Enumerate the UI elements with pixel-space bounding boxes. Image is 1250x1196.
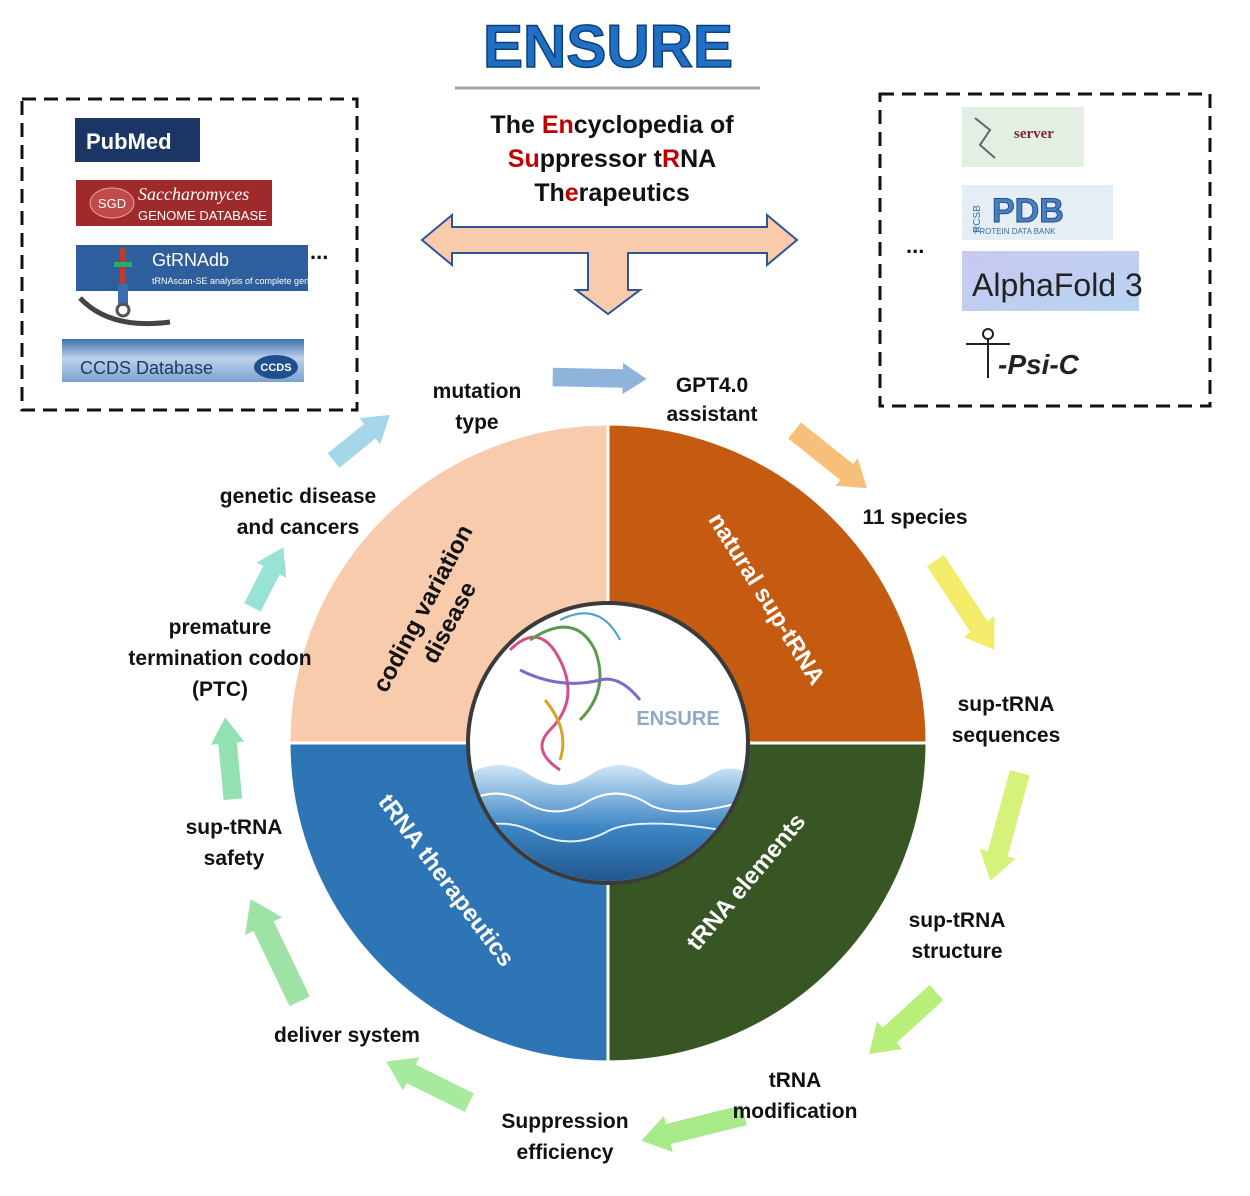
- arrow-deliver-to-safety: [243, 896, 312, 1009]
- sgd-logo: SGD Saccharomyces GENOME DATABASE: [76, 180, 272, 226]
- svg-text:SGD: SGD: [98, 196, 126, 211]
- svg-text:AlphaFold 3: AlphaFold 3: [972, 267, 1143, 303]
- server-logo: server: [962, 107, 1084, 167]
- tools-box: [878, 92, 1212, 408]
- arrow-mutation-to-gpt: [551, 360, 650, 397]
- svg-text:GENOME DATABASE: GENOME DATABASE: [138, 208, 267, 223]
- arrow-genetic-to-mutation: [325, 413, 393, 470]
- center-label: ENSURE: [636, 708, 719, 730]
- pubmed-logo: PubMed: [75, 118, 200, 162]
- bidirectional-t-arrow: [420, 212, 799, 316]
- alphafold3-logo: AlphaFold 3: [962, 251, 1143, 311]
- svg-text:-Psi-C: -Psi-C: [998, 349, 1080, 380]
- subtitle-line-1: The Encyclopedia of: [490, 111, 734, 139]
- subtitle-line-2: Suppressor tRNA: [508, 145, 716, 173]
- arrow-modification-to-efficiency: [638, 1103, 749, 1155]
- svg-text:CCDS: CCDS: [260, 362, 291, 374]
- arrow-gpt-to-species: [786, 420, 870, 490]
- tools-ellipsis: ...: [906, 233, 924, 258]
- sources-ellipsis: ...: [310, 239, 328, 264]
- psi-c-logo: -Psi-C: [966, 328, 1080, 380]
- arrow-ptc-to-genetic: [242, 544, 289, 614]
- svg-text:GtRNAdb: GtRNAdb: [152, 250, 229, 270]
- arrow-structure-to-modification: [867, 982, 946, 1056]
- arrow-safety-to-ptc: [208, 714, 248, 802]
- center-trna-structure-image: ENSURE: [466, 601, 750, 885]
- svg-text:RCSB: RCSB: [972, 205, 983, 233]
- ccds-logo: CCDS Database CCDS: [62, 339, 304, 382]
- arrow-efficiency-to-deliver: [383, 1055, 476, 1114]
- arrow-species-to-sequences: [924, 552, 996, 653]
- cycle-label-species: 11 species: [862, 506, 967, 529]
- main-title: ENSURE: [483, 13, 733, 80]
- svg-text:CCDS Database: CCDS Database: [80, 358, 213, 378]
- cycle-arrows: [208, 360, 1032, 1155]
- svg-text:tRNAscan-SE analysis of comple: tRNAscan-SE analysis of complete genomes: [152, 276, 332, 286]
- arrow-sequences-to-structure: [977, 768, 1032, 884]
- svg-text:server: server: [1014, 126, 1054, 142]
- subtitle: The Encyclopedia of Suppressor tRNA Ther…: [490, 111, 734, 207]
- subtitle-line-3: Therapeutics: [534, 179, 690, 207]
- svg-text:PubMed: PubMed: [86, 129, 172, 154]
- data-sources-box: [20, 97, 359, 412]
- svg-text:PROTEIN DATA BANK: PROTEIN DATA BANK: [974, 227, 1056, 236]
- svg-text:Saccharomyces: Saccharomyces: [138, 184, 249, 204]
- pdb-logo: RCSB PDB PROTEIN DATA BANK: [962, 185, 1113, 240]
- svg-text:PDB: PDB: [992, 192, 1064, 230]
- gtrnadb-logo: GtRNAdb tRNAscan-SE analysis of complete…: [76, 245, 332, 327]
- cycle-label-deliver: deliver system: [274, 1024, 420, 1047]
